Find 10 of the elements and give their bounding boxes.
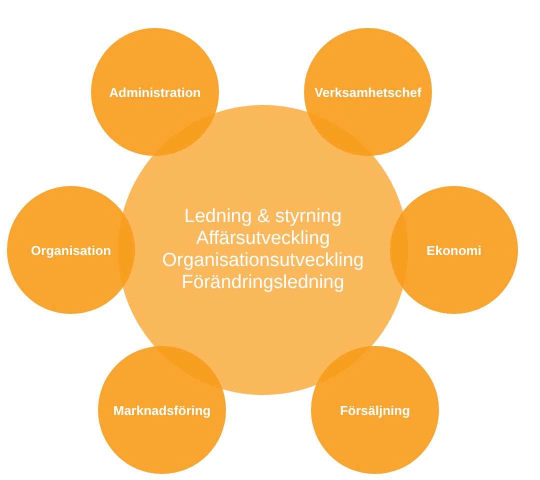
node-label: Marknadsföring bbox=[113, 402, 211, 418]
center-text: Ledning & styrning bbox=[184, 206, 342, 228]
center-text: Förändringsledning bbox=[182, 272, 344, 294]
node-label: Verksamhetschef bbox=[314, 84, 422, 100]
center-text: Organisationsutveckling bbox=[162, 250, 364, 272]
node-label: Organisation bbox=[30, 242, 112, 258]
node-label: Försäljning bbox=[340, 402, 410, 418]
node-label: Ekonomi bbox=[426, 242, 482, 258]
center-text: Affärsutveckling bbox=[196, 228, 330, 250]
node-label: Administration bbox=[109, 84, 201, 100]
